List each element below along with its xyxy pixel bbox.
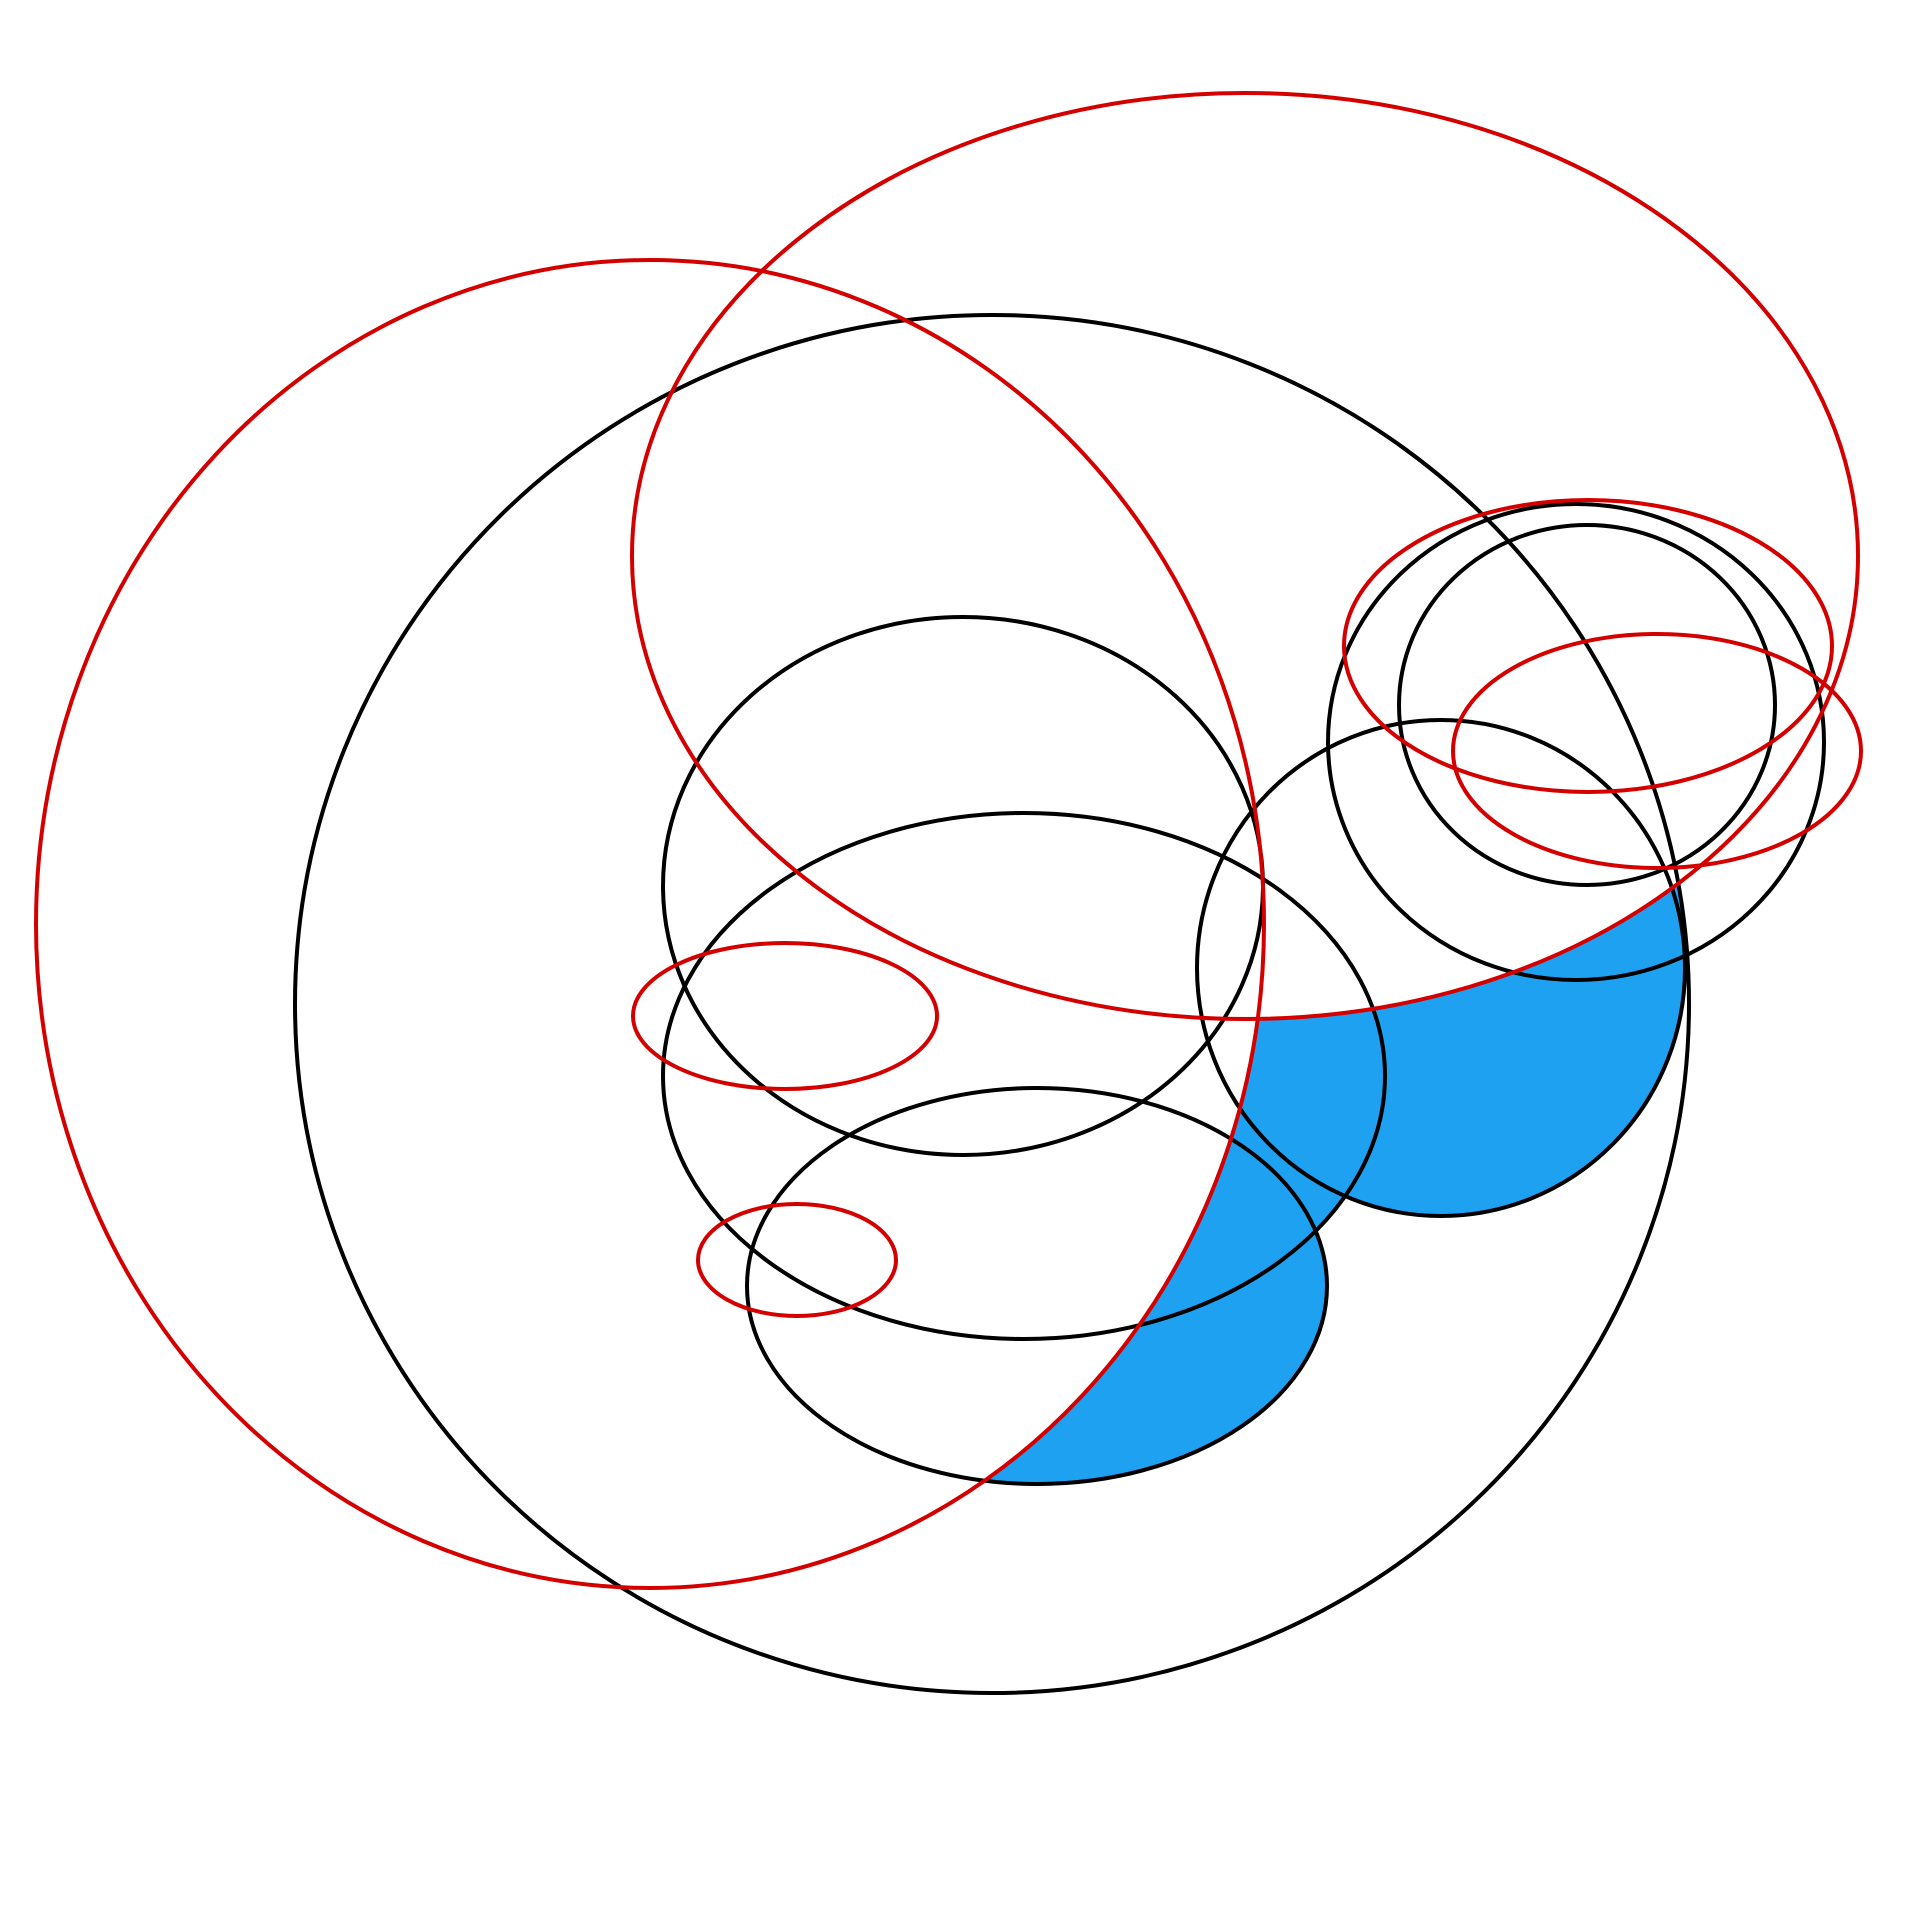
red-outlines xyxy=(34,91,1863,1590)
red-ellipse-top-right-lower xyxy=(1451,632,1863,870)
black-ellipse-right xyxy=(1195,718,1687,1218)
black-ellipse-middle xyxy=(661,811,1387,1341)
black-ellipse-lower xyxy=(745,1086,1329,1486)
black-ellipse-top-right xyxy=(1326,502,1826,982)
red-ellipse-small-left xyxy=(631,941,939,1091)
black-ellipse-small-right xyxy=(1397,523,1777,887)
red-ellipse-top-large xyxy=(630,91,1860,1021)
black-ellipse-large xyxy=(293,313,1691,1695)
shaded-region xyxy=(663,504,1689,1484)
red-ellipse-left-large xyxy=(34,258,1266,1590)
red-ellipse-small-lower xyxy=(696,1202,898,1318)
red-ellipse-top-right-upper xyxy=(1342,498,1834,794)
shaded-ellipse-lower xyxy=(747,1088,1327,1484)
